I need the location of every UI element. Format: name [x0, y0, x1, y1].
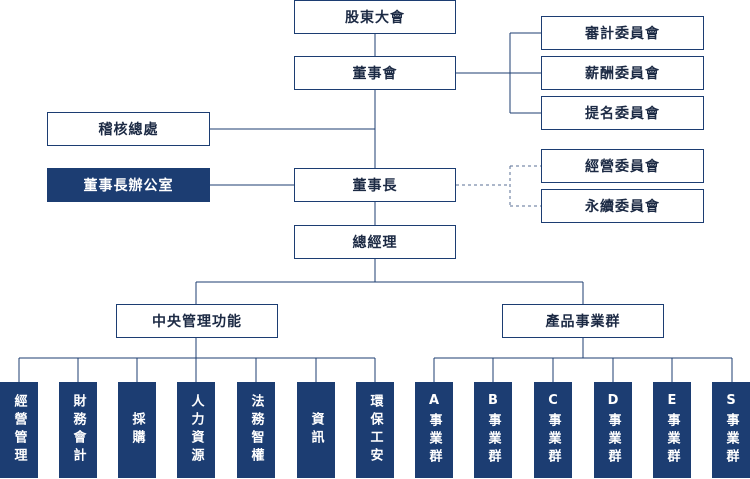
- product-business-group-box: 產品事業群: [502, 304, 664, 338]
- business-group-box: C事業群: [534, 382, 572, 478]
- unit-box: 採購: [118, 382, 156, 478]
- chairman-box: 董事長: [294, 168, 456, 202]
- chairman-office-box: 董事長辦公室: [47, 168, 210, 202]
- audit-office-box: 稽核總處: [47, 112, 210, 146]
- business-group-box: A事業群: [415, 382, 453, 478]
- business-group-label: C事業群: [545, 393, 561, 467]
- management-committee-box: 經營委員會: [541, 149, 704, 183]
- business-group-box: B事業群: [474, 382, 512, 478]
- shareholders-meeting-box: 股東大會: [294, 0, 456, 34]
- business-group-label: D事業群: [605, 393, 621, 467]
- unit-label: 採購: [129, 412, 145, 448]
- business-group-box: S事業群: [712, 382, 750, 478]
- unit-box: 經營管理: [0, 382, 38, 478]
- sustainability-committee-box: 永續委員會: [541, 189, 704, 223]
- business-group-label: S事業群: [723, 393, 739, 467]
- unit-box: 資訊: [297, 382, 335, 478]
- unit-box: 財務會計: [59, 382, 97, 478]
- business-group-box: E事業群: [653, 382, 691, 478]
- business-group-box: D事業群: [594, 382, 632, 478]
- unit-box: 環保工安: [356, 382, 394, 478]
- unit-label: 財務會計: [70, 394, 86, 466]
- president-box: 總經理: [294, 225, 456, 259]
- audit-committee-box: 審計委員會: [541, 16, 704, 50]
- business-group-label: A事業群: [426, 393, 442, 467]
- central-management-box: 中央管理功能: [116, 304, 278, 338]
- unit-label: 資訊: [308, 412, 324, 448]
- board-of-directors-box: 董事會: [294, 56, 456, 90]
- unit-box: 人力資源: [177, 382, 215, 478]
- unit-box: 法務智權: [237, 382, 275, 478]
- nomination-committee-box: 提名委員會: [541, 96, 704, 130]
- unit-label: 環保工安: [367, 394, 383, 466]
- compensation-committee-box: 薪酬委員會: [541, 56, 704, 90]
- unit-label: 人力資源: [188, 394, 204, 466]
- unit-label: 經營管理: [11, 394, 27, 466]
- unit-label: 法務智權: [248, 394, 264, 466]
- business-group-label: E事業群: [664, 393, 680, 467]
- business-group-label: B事業群: [485, 393, 501, 467]
